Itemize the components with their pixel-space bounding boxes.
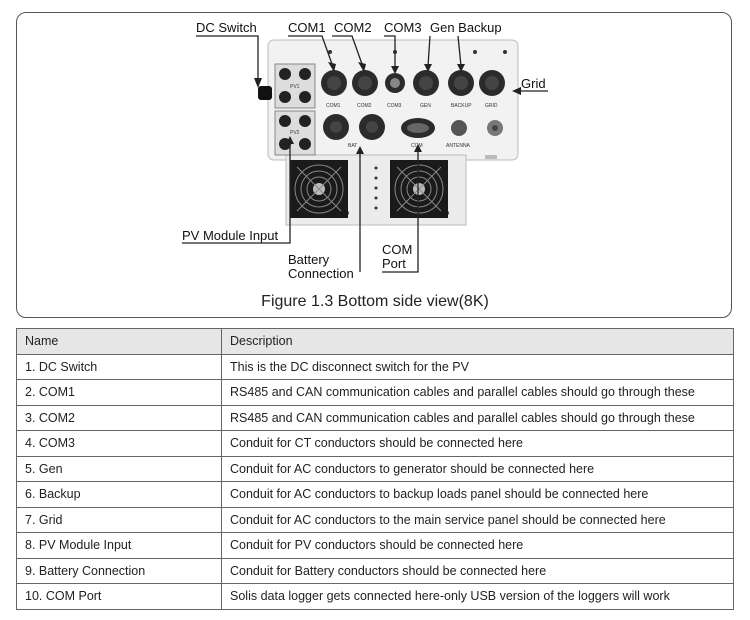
callout-leaders	[182, 35, 548, 273]
callout-battery-line1: Battery	[288, 252, 330, 267]
row-description: RS485 and CAN communication cables and p…	[221, 379, 734, 406]
header-name: Name	[16, 328, 222, 355]
row-name: 2. COM1	[16, 379, 222, 406]
callout-grid: Grid	[521, 76, 546, 91]
com3-port: COM3	[385, 73, 405, 109]
callout-com-port-line2: Port	[382, 256, 406, 271]
callout-gen-backup: Gen Backup	[430, 20, 502, 35]
gen-gland: GEN	[413, 70, 439, 109]
pv2-connector-group: PV2	[274, 110, 316, 156]
backup-device-label: BACKUP	[451, 103, 472, 109]
callout-battery-line2: Connection	[288, 266, 354, 281]
row-name: 7. Grid	[16, 506, 222, 533]
row-name: 5. Gen	[16, 455, 222, 482]
right-fan	[390, 160, 448, 218]
antenna-device-label: ANTENNA	[446, 143, 471, 149]
figure-caption: Figure 1.3 Bottom side view(8K)	[261, 293, 489, 310]
bat-device-label: BAT	[348, 143, 357, 149]
gen-device-label: GEN	[420, 103, 431, 109]
com2-gland: COM2	[352, 70, 378, 109]
row-name: 10. COM Port	[16, 583, 222, 610]
vent-plug	[487, 120, 503, 136]
row-description: RS485 and CAN communication cables and p…	[221, 404, 734, 431]
row-description: Conduit for PV conductors should be conn…	[221, 532, 734, 559]
row-name: 4. COM3	[16, 430, 222, 457]
row-description: Conduit for AC conductors to backup load…	[221, 481, 734, 508]
callout-com2: COM2	[334, 20, 372, 35]
com-port-usb: COM	[401, 118, 435, 149]
row-description: Conduit for AC conductors to the main se…	[221, 506, 734, 533]
row-name: 6. Backup	[16, 481, 222, 508]
header-description: Description	[221, 328, 734, 355]
callout-com-port-line1: COM	[382, 242, 412, 257]
row-description: Conduit for CT conductors should be conn…	[221, 430, 734, 457]
grid-gland: GRID	[479, 70, 505, 109]
grid-device-label: GRID	[485, 103, 498, 109]
row-description: Solis data logger gets connected here-on…	[221, 583, 734, 610]
battery-gland-positive: BAT	[348, 114, 385, 149]
callout-com3: COM3	[384, 20, 422, 35]
row-name: 8. PV Module Input	[16, 532, 222, 559]
row-description: Conduit for Battery conductors should be…	[221, 557, 734, 584]
pv1-connector-group: PV1	[274, 63, 316, 109]
com1-device-label: COM1	[326, 103, 341, 109]
row-description: Conduit for AC conductors to generator s…	[221, 455, 734, 482]
row-description: This is the DC disconnect switch for the…	[221, 353, 734, 380]
table-header-row: Name Description	[16, 328, 734, 355]
com1-gland: COM1	[321, 70, 347, 109]
left-fan	[290, 160, 348, 218]
row-name: 3. COM2	[16, 404, 222, 431]
callout-pv-module-input: PV Module Input	[182, 228, 279, 243]
battery-gland-negative	[323, 114, 349, 140]
backup-gland: BACKUP	[448, 70, 474, 109]
inverter-bottom-view-diagram: PV1 PV2 COM1 COM2 COM3 GEN BACKUP GRID B…	[182, 20, 548, 281]
dc-switch-knob	[258, 86, 272, 100]
pv2-label: PV2	[290, 130, 300, 136]
pv1-label: PV1	[290, 84, 300, 90]
row-name: 1. DC Switch	[16, 353, 222, 380]
com-device-label: COM	[411, 143, 423, 149]
callout-com1: COM1	[288, 20, 326, 35]
callout-dc-switch: DC Switch	[196, 20, 257, 35]
com3-device-label: COM3	[387, 103, 402, 109]
antenna-port: ANTENNA	[446, 120, 471, 149]
row-name: 9. Battery Connection	[16, 557, 222, 584]
com2-device-label: COM2	[357, 103, 372, 109]
